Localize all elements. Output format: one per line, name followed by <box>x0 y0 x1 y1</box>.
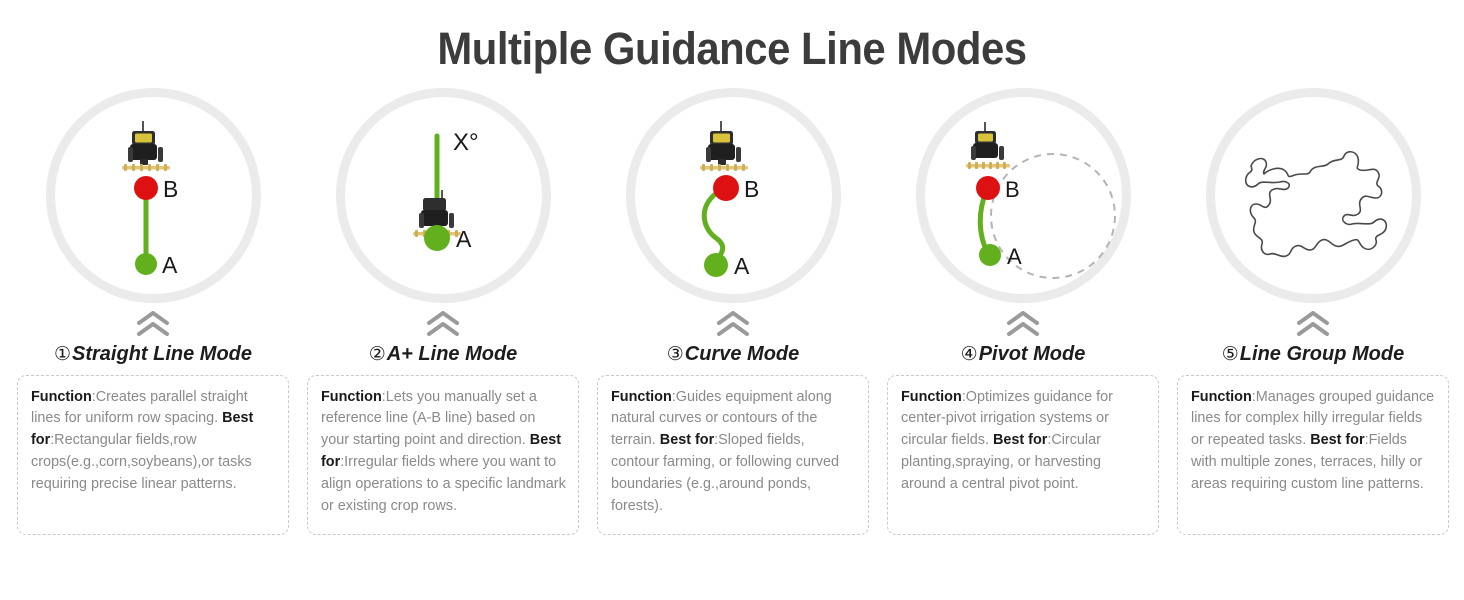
mode-label-pivot: ④Pivot Mode <box>961 341 1086 367</box>
field-boundary-path <box>1244 150 1387 257</box>
mode-label-a-plus-line: ②A+ Line Mode <box>369 341 518 367</box>
pivot-illustration: B A <box>915 87 1131 303</box>
curve-line-diagram: B A <box>626 88 841 303</box>
a-plus-line-diagram: X° <box>336 88 551 303</box>
tractor-icon <box>121 120 170 171</box>
chevron-up-icon <box>1295 309 1331 339</box>
marker-b-dot <box>712 174 739 201</box>
mode-number: ④ <box>960 343 978 365</box>
pivot-dashed-circle <box>989 152 1116 279</box>
marker-b-label: B <box>1005 177 1020 202</box>
mode-panels-row: B A ①Straight Line Mode Function:Creates… <box>0 86 1464 535</box>
mode-panel-curve: B A ③Curve Mode Function:Guides equipmen… <box>588 86 878 535</box>
chevron-up-icon <box>135 309 171 339</box>
mode-number: ② <box>368 343 386 365</box>
bestfor-label: Best for <box>992 432 1048 449</box>
function-label: Function <box>611 388 672 405</box>
function-text: :Lets you manually set a reference line … <box>321 388 537 449</box>
mode-number: ⑤ <box>1221 343 1239 365</box>
ring-frame <box>625 87 841 303</box>
bestfor-label: Best for <box>321 432 561 471</box>
page-title: Multiple Guidance Line Modes <box>437 23 1027 74</box>
chevron-up-icon <box>1005 309 1041 339</box>
function-text: :Optimizes guidance for center-pivot irr… <box>901 388 1113 449</box>
description-paragraph: Function:Optimizes guidance for center-p… <box>901 387 1146 496</box>
ring-frame <box>915 87 1131 303</box>
bestfor-text: :Circular planting,spraying, or harvesti… <box>901 432 1101 493</box>
tractor-icon <box>699 120 748 171</box>
mode-title: Pivot Mode <box>978 342 1086 365</box>
line-group-illustration <box>1205 87 1421 303</box>
a-plus-line-illustration: X° <box>335 87 551 303</box>
bestfor-text: :Sloped fields, contour farming, or foll… <box>611 432 839 514</box>
mode-panel-a-plus-line: X° <box>298 86 588 535</box>
description-paragraph: Function:Manages grouped guidance lines … <box>1191 387 1436 496</box>
description-box-curve: Function:Guides equipment along natural … <box>597 374 869 535</box>
mode-number: ③ <box>666 343 684 365</box>
function-label: Function <box>321 388 382 405</box>
mode-panel-straight-line: B A ①Straight Line Mode Function:Creates… <box>8 86 298 535</box>
pivot-circle-diagram: B A <box>916 88 1131 303</box>
function-text: :Creates parallel straight lines for uni… <box>31 388 248 427</box>
chevron-up-icon <box>425 309 461 339</box>
mode-label-line-group: ⑤Line Group Mode <box>1222 341 1404 367</box>
ring-frame <box>45 87 261 303</box>
mode-label-curve: ③Curve Mode <box>667 341 800 367</box>
description-paragraph: Function:Guides equipment along natural … <box>611 387 856 518</box>
mode-title: Curve Mode <box>684 342 800 365</box>
bestfor-label: Best for <box>1310 432 1365 449</box>
function-text: :Guides equipment along natural curves o… <box>611 388 832 449</box>
marker-b-dot <box>975 175 1000 200</box>
description-box-a-plus-line: Function:Lets you manually set a referen… <box>307 374 579 535</box>
mode-panel-line-group: ⑤Line Group Mode Function:Manages groupe… <box>1168 86 1458 535</box>
bestfor-text: :Fields with multiple zones, terraces, h… <box>1191 432 1424 493</box>
marker-b-label: B <box>163 176 178 202</box>
mode-panel-pivot: B A ④Pivot Mode Function:Optimizes guida… <box>878 86 1168 535</box>
bestfor-label: Best for <box>31 410 254 449</box>
field-outline-diagram <box>1206 88 1421 303</box>
marker-a-dot <box>134 252 157 275</box>
ring-frame <box>1205 87 1421 303</box>
bestfor-text: :Rectangular fields,row crops(e.g.,corn,… <box>31 432 252 493</box>
marker-a-dot <box>703 252 728 277</box>
curve-illustration: B A <box>625 87 841 303</box>
chevron-up-icon <box>715 309 751 339</box>
function-label: Function <box>901 388 962 405</box>
straight-line-diagram: B A <box>46 88 261 303</box>
function-label: Function <box>1191 388 1252 405</box>
ring-frame <box>335 87 551 303</box>
tractor-icon <box>965 121 1010 169</box>
marker-a-label: A <box>1007 244 1022 269</box>
angle-label: X° <box>453 129 479 156</box>
marker-b-dot <box>133 175 158 200</box>
function-text: :Manages grouped guidance lines for comp… <box>1191 388 1435 449</box>
description-box-straight-line: Function:Creates parallel straight lines… <box>17 374 289 535</box>
bestfor-label: Best for <box>659 432 715 449</box>
description-paragraph: Function:Lets you manually set a referen… <box>321 387 566 518</box>
description-paragraph: Function:Creates parallel straight lines… <box>31 387 276 496</box>
marker-b-label: B <box>744 176 759 202</box>
function-label: Function <box>31 388 92 405</box>
mode-title: Line Group Mode <box>1239 342 1405 365</box>
marker-a-label: A <box>456 226 472 252</box>
mode-number: ① <box>53 343 72 365</box>
mode-title: A+ Line Mode <box>386 342 518 365</box>
marker-a-label: A <box>734 253 750 279</box>
marker-a-label: A <box>162 252 178 278</box>
mode-label-straight-line: ①Straight Line Mode <box>54 341 252 367</box>
marker-a-dot <box>423 224 450 251</box>
description-box-line-group: Function:Manages grouped guidance lines … <box>1177 374 1449 535</box>
straight-line-illustration: B A <box>45 87 261 303</box>
marker-a-dot <box>978 243 1001 266</box>
description-box-pivot: Function:Optimizes guidance for center-p… <box>887 374 1159 535</box>
mode-title: Straight Line Mode <box>72 342 253 365</box>
bestfor-text: :Irregular fields where you want to alig… <box>321 454 566 514</box>
